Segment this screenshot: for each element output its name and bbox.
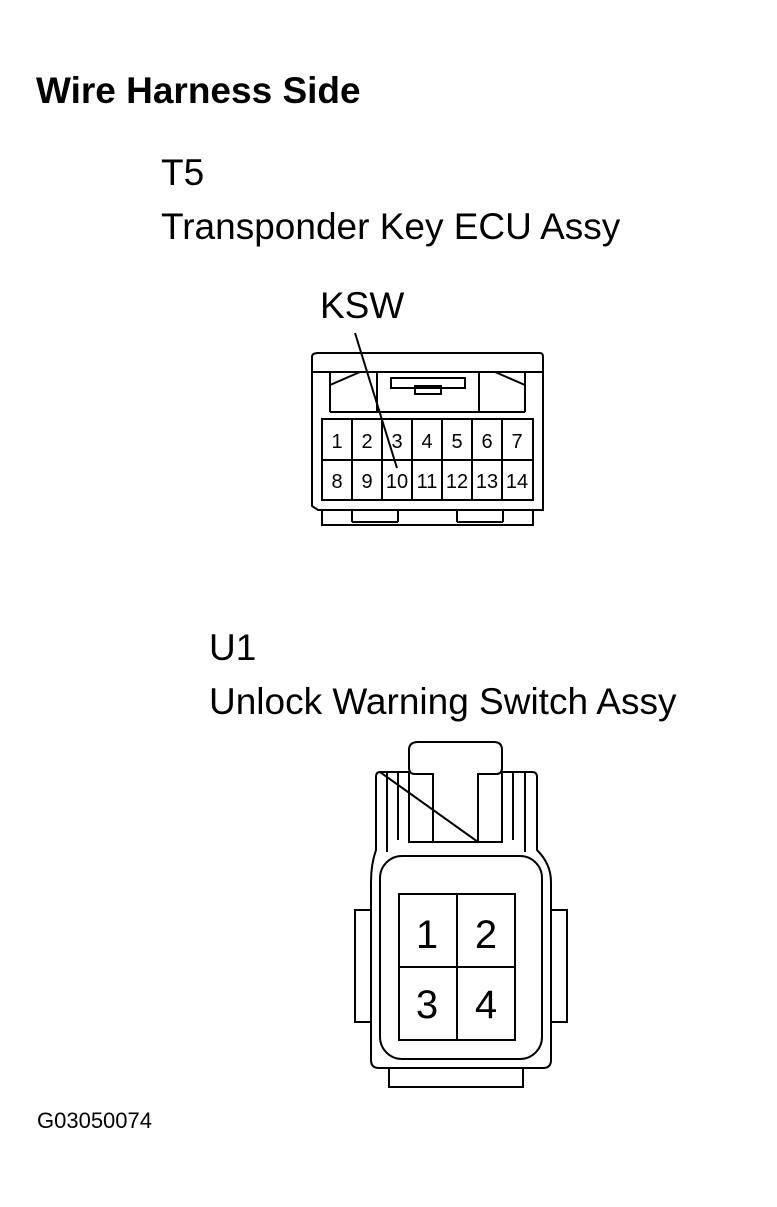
- t5-bottom-ledge: [321, 510, 534, 526]
- t5-pin-13: 13: [476, 471, 498, 493]
- ksw-callout-label: KSW: [320, 285, 405, 326]
- u1-right-latch: [550, 909, 568, 1023]
- t5-pin-14: 14: [506, 471, 528, 493]
- connector-u1-drawing: [354, 741, 568, 1088]
- u1-outer-shell: [370, 770, 552, 1069]
- u1-pin-3: 3: [416, 983, 438, 1027]
- u1-pin-labels: 1 2 3 4: [416, 913, 497, 1027]
- u1-inner-housing: [379, 855, 543, 1060]
- t5-pin-1: 1: [331, 431, 342, 453]
- t5-pin-11: 11: [417, 471, 438, 493]
- connector-t5-code: T5: [161, 152, 205, 193]
- u1-left-latch: [354, 909, 372, 1023]
- t5-pin-9: 9: [361, 471, 372, 493]
- connector-u1-name: Unlock Warning Switch Assy: [209, 681, 677, 722]
- diagram-heading: Wire Harness Side: [36, 70, 361, 111]
- u1-pin-4: 4: [475, 983, 497, 1027]
- u1-pin-2: 2: [475, 913, 497, 957]
- ksw-leader-line: [354, 332, 398, 469]
- u1-pin-1: 1: [416, 913, 438, 957]
- t5-pin-6: 6: [481, 431, 492, 453]
- connector-u1-code: U1: [209, 627, 257, 668]
- u1-bottom-foot: [388, 1067, 524, 1088]
- t5-pin-7: 7: [511, 431, 522, 453]
- t5-lock-tab: [376, 371, 480, 413]
- t5-pin-labels: 1 2 3 4 5 6 7 8 9 10 11 12 13 14: [331, 431, 528, 493]
- t5-pin-5: 5: [451, 431, 462, 453]
- t5-pin-3: 3: [391, 431, 402, 453]
- t5-pin-10: 10: [386, 471, 408, 493]
- t5-body-outline: [311, 352, 544, 511]
- t5-pin-4: 4: [421, 431, 432, 453]
- t5-pin-12: 12: [446, 471, 468, 493]
- t5-pin-8: 8: [331, 471, 342, 493]
- t5-pin-2: 2: [361, 431, 372, 453]
- figure-id: G03050074: [37, 1108, 152, 1133]
- connector-t5-name: Transponder Key ECU Assy: [161, 206, 621, 247]
- connector-t5-drawing: [311, 332, 544, 526]
